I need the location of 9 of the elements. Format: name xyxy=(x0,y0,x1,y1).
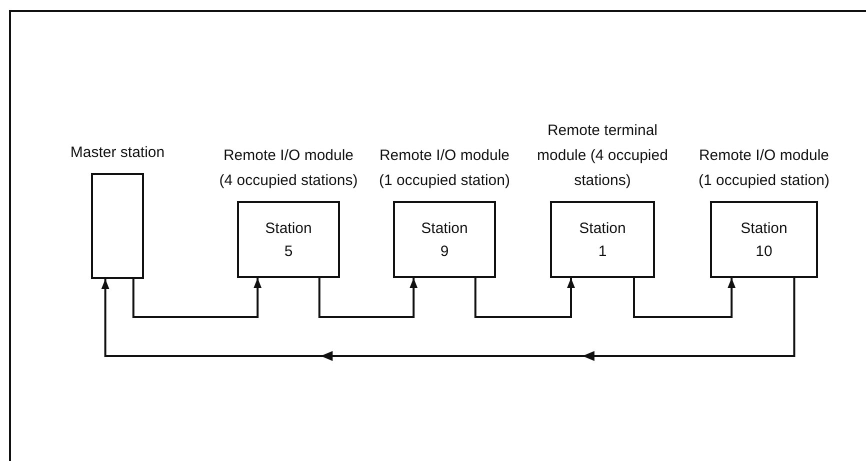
station-box: Station 1 xyxy=(550,201,655,278)
station-box: Station 10 xyxy=(710,201,818,278)
module-label: Master station xyxy=(69,143,166,163)
module-label: Remote I/O module (4 occupied stations) xyxy=(218,146,359,191)
module-label: Remote terminal module (4 occupied stations) xyxy=(536,121,669,191)
module-label: Remote I/O module (1 occupied station) xyxy=(698,146,830,191)
station-box: Station 5 xyxy=(237,201,340,278)
station-box: Station 9 xyxy=(393,201,496,278)
module-label: Remote I/O module (1 occupied station) xyxy=(378,146,511,191)
